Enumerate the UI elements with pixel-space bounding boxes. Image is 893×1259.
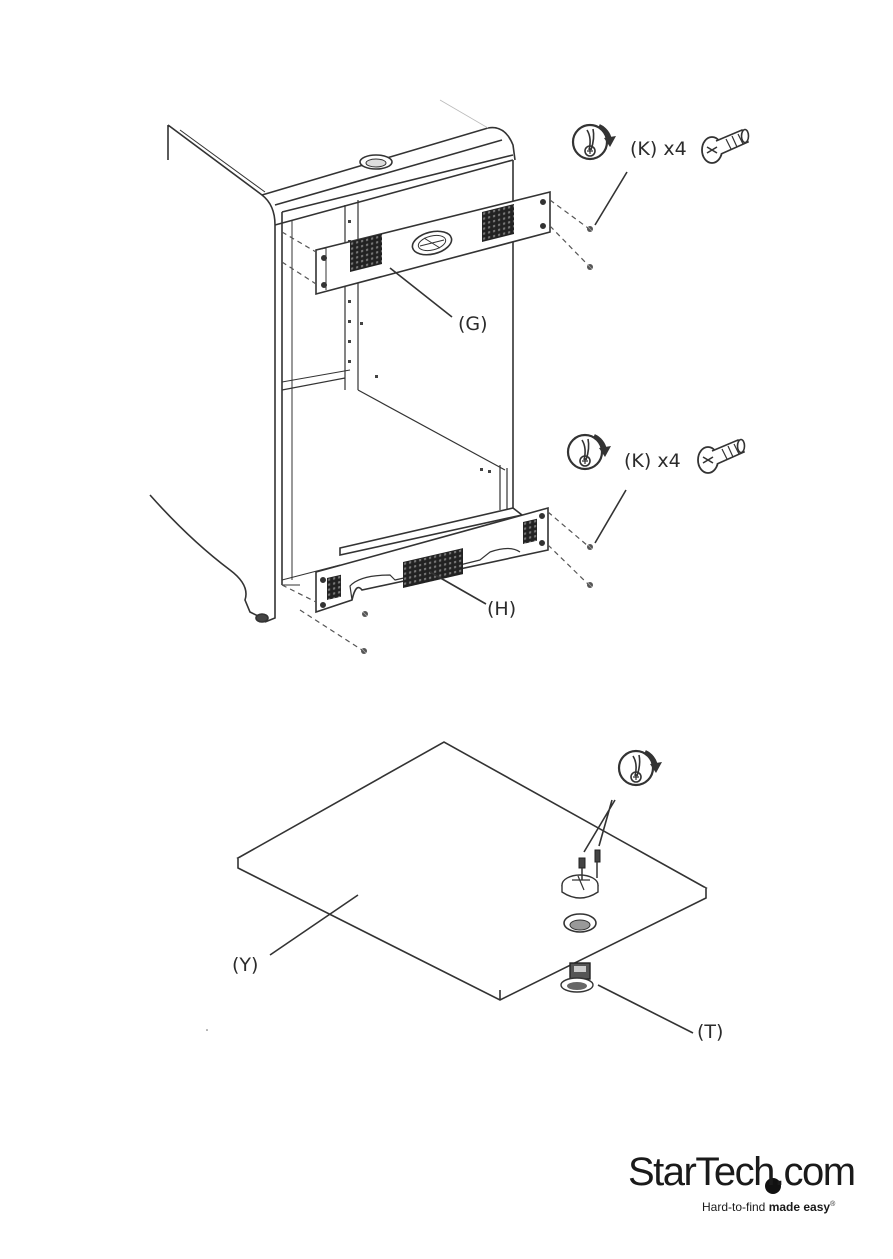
- leader-line-g: [390, 268, 452, 317]
- screwdriver-clockwise-icon: [619, 751, 662, 785]
- logo-wordmark: StarTech.com: [628, 1150, 855, 1194]
- logo-tagline: Hard-to-find made easy®: [702, 1200, 835, 1214]
- screw-k-bottom-3: [362, 611, 368, 617]
- screw-k-bottom-4: [361, 648, 367, 654]
- screw-icon: [702, 130, 749, 164]
- label-g: (G): [458, 313, 488, 335]
- screw-k-top-2: [587, 264, 593, 270]
- screwdriver-clockwise-icon: [573, 125, 616, 159]
- label-y: (Y): [232, 954, 258, 976]
- screw-k-bottom-1: [587, 544, 593, 550]
- screw-k-bottom-2: [587, 582, 593, 588]
- screwdriver-clockwise-icon: [568, 435, 611, 469]
- label-h: (H): [487, 598, 516, 620]
- screw-icon: [698, 440, 745, 474]
- screw-k-top-1: [587, 226, 593, 232]
- leader-line-h: [430, 572, 486, 604]
- label-k-top: (K) x4: [630, 138, 687, 160]
- label-k-bottom: (K) x4: [624, 450, 681, 472]
- label-t: (T): [697, 1021, 723, 1043]
- fan-panel-g: [316, 192, 550, 294]
- vent-panel-h: [316, 508, 548, 612]
- startech-logo: StarTech.com Hard-to-find made easy®: [628, 1150, 858, 1220]
- leader-line-t: [598, 985, 693, 1033]
